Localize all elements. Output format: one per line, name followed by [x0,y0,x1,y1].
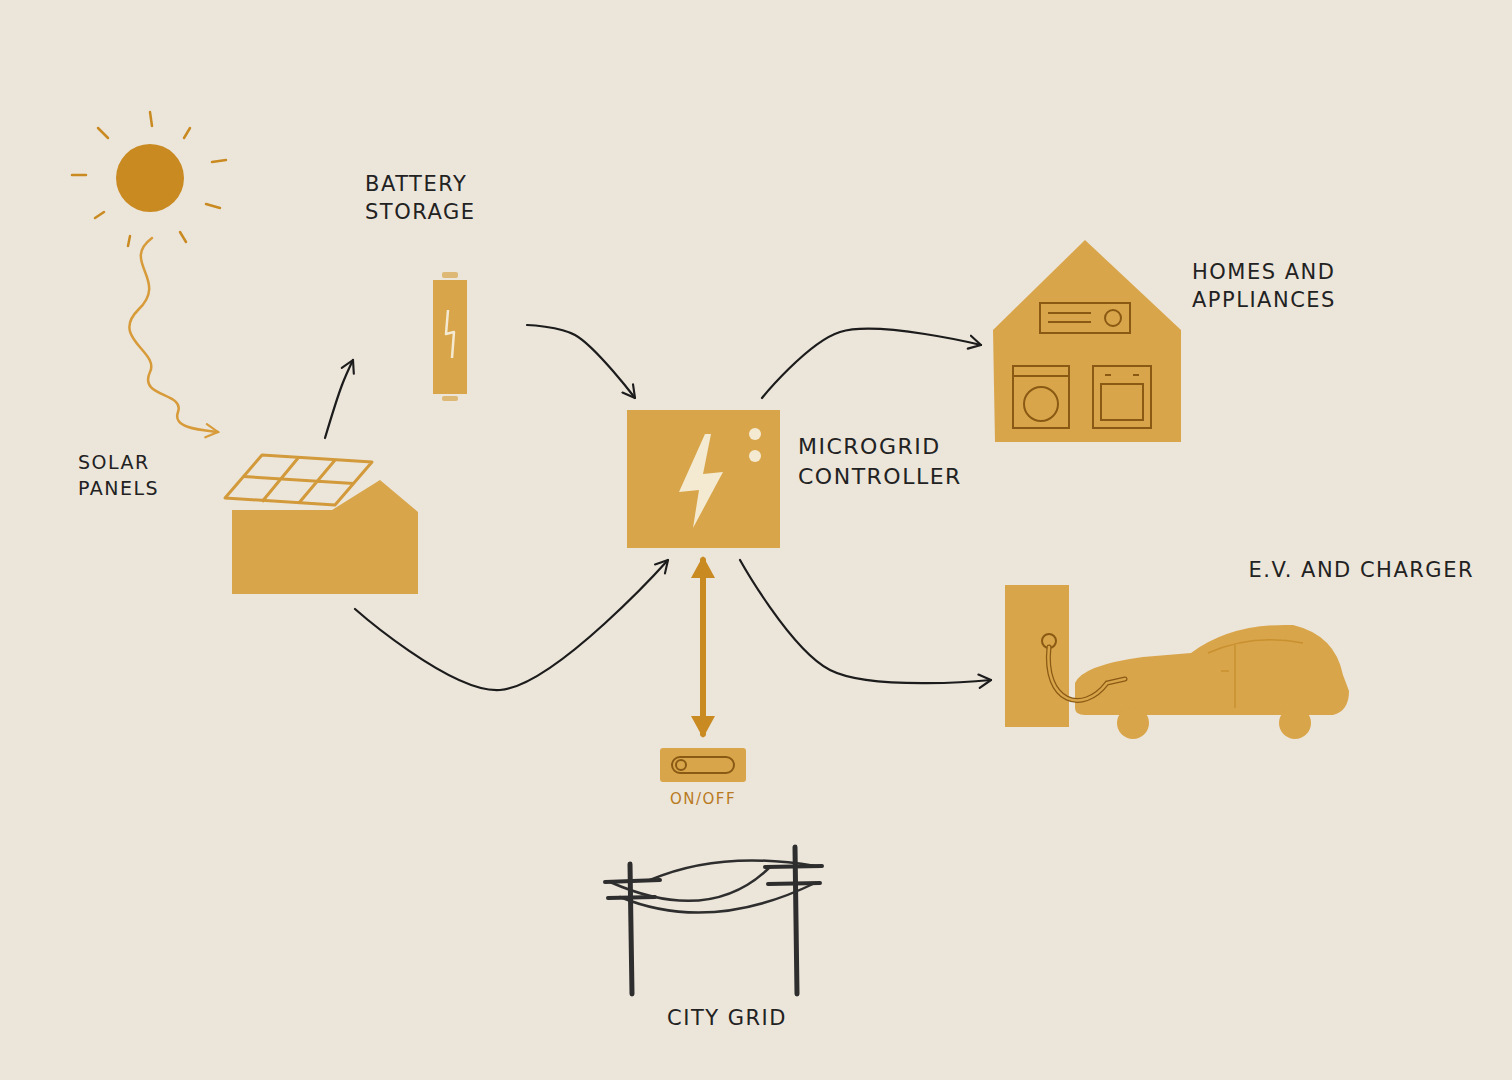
vent-lines [1048,313,1091,322]
node-label: HOMES AND APPLIANCES [1192,258,1392,315]
sun-disc [116,144,184,212]
node-illustration [1003,583,1351,743]
node-label: SOLAR PANELS [78,450,208,501]
status-light [749,428,761,440]
sun-rays [72,112,226,246]
sun-ray [184,128,190,138]
sun-ray [150,112,152,126]
city-grid-node: CITY GRID [596,838,834,1036]
ev-charger-node: E.V. AND CHARGER [999,552,1478,747]
switch-knob [676,760,686,770]
home-shape [993,240,1181,442]
sun-ray [206,204,220,208]
node-illustration [627,410,780,548]
node-label: CITY GRID [667,1004,787,1032]
power-wire [610,860,815,912]
washer-panel [1013,375,1069,377]
car-wheel [1117,707,1149,739]
power-flow-arrow [762,329,981,398]
house-gable [332,480,418,594]
battery-node: BATTERY STORAGE [361,166,519,408]
solar-panel [225,455,372,505]
node-illustration [993,238,1183,444]
power-flow-arrow [527,325,635,398]
charger-post [1005,585,1069,727]
lightning-bolt [446,310,454,358]
switch-node: ON/OFF [654,742,752,813]
oven [1093,366,1151,428]
switch-plate [660,748,746,782]
node-illustration [658,746,748,784]
controller-node: MICROGRID CONTROLLER [623,406,1002,552]
panel-grid [244,457,354,503]
edge-group [325,325,991,734]
node-label: BATTERY STORAGE [365,170,515,227]
sun-illustration [72,112,226,432]
sun-ray [98,128,108,138]
homes-node: HOMES AND APPLIANCES [989,234,1396,448]
power-flow-arrow [325,360,353,438]
node-label: E.V. AND CHARGER [1249,556,1474,584]
switch-track [672,757,734,773]
washing-machine [1013,366,1069,428]
utility-pole [630,847,797,994]
node-label: ON/OFF [670,789,736,809]
sun-ray [72,174,86,177]
car-wheel [1279,707,1311,739]
node-illustration [600,842,830,1000]
house-front [232,510,332,594]
air-conditioner [1040,303,1130,333]
oven-door [1101,384,1143,420]
sun-ray [180,232,186,242]
oven-knobs [1105,374,1139,376]
sun-ray [212,160,226,162]
node-illustration [430,270,470,404]
washer-door [1024,387,1058,421]
sun-ray [95,212,104,218]
car-body [1075,625,1349,715]
battery-body [433,280,467,394]
power-flow-arrow [740,560,991,683]
node-label: MICROGRID CONTROLLER [798,432,998,491]
charging-cable-core [1048,647,1125,700]
solar-panels-node: SOLAR PANELS [74,446,426,601]
car-details [1208,640,1303,708]
lightning-bolt [679,434,723,528]
battery-cap [442,272,458,278]
battery-cap [442,396,458,401]
charging-cable [1048,647,1125,700]
sun-ray [128,236,130,246]
status-light [749,450,761,462]
controller-box [627,410,780,548]
node-illustration [222,452,422,597]
fan-circle [1105,310,1121,326]
grid-link-arrow [700,560,706,734]
sunlight-wave [129,238,218,432]
